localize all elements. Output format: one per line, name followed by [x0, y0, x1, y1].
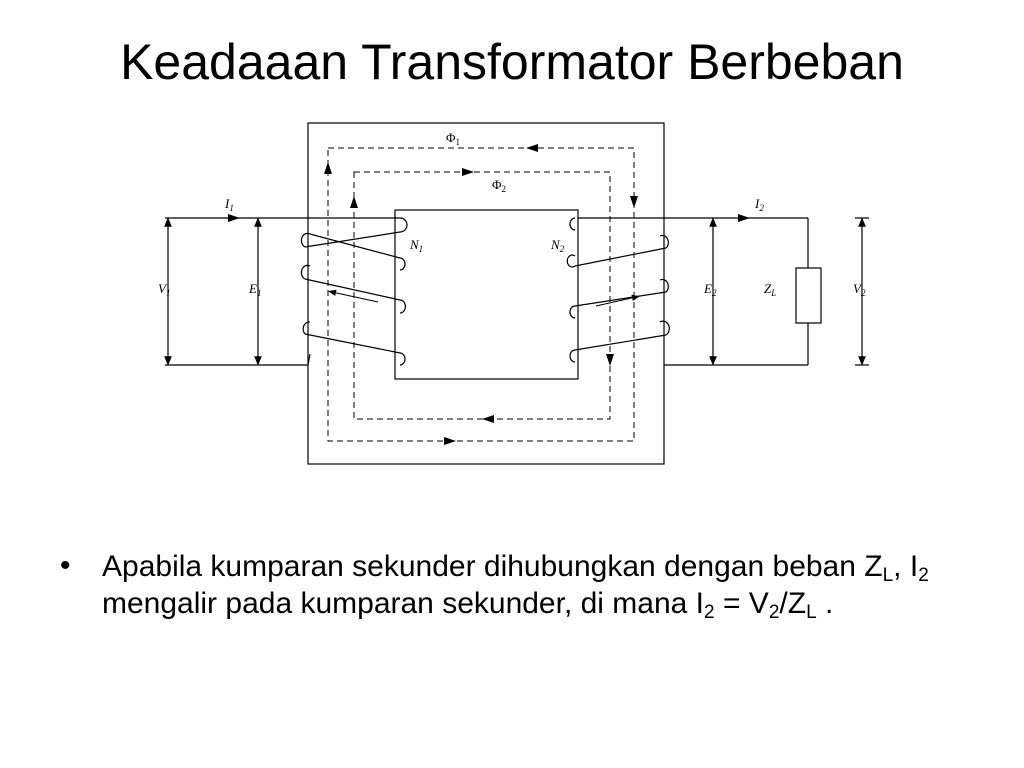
bullet-item: • Apabila kumparan sekunder dihubungkan …	[60, 548, 980, 622]
transformer-diagram: Φ1 Φ2 I1 I2 N1 N2 V1 E1 E2 ZL V2	[150, 118, 880, 470]
label-e1: E1	[248, 281, 261, 298]
bullet-sub-3: 2	[704, 602, 715, 623]
bullet-sub-4: 2	[768, 602, 780, 623]
bullet-text-part-3: mengalir pada kumparan sekunder, di mana…	[102, 587, 705, 620]
i1-arrow	[228, 214, 240, 222]
core-outer	[307, 122, 665, 465]
slide-title: Keadaaan Transformator Berbeban	[120, 34, 904, 90]
label-n2: N2	[550, 237, 565, 254]
flux-path-phi2	[353, 171, 611, 420]
primary-wires	[165, 217, 400, 366]
load-impedance	[795, 267, 822, 324]
transformer-svg: Φ1 Φ2 I1 I2 N1 N2 V1 E1 E2 ZL V2	[158, 122, 869, 465]
bullet-text-part-4: = V	[714, 587, 769, 620]
secondary-winding	[566, 217, 670, 363]
core-window	[394, 209, 579, 380]
label-i2: I2	[754, 196, 764, 213]
flux-arrows	[324, 144, 638, 445]
label-e2: E2	[703, 281, 717, 298]
bullet-sub-5: L	[806, 602, 817, 623]
bullet-text-part-5: /Z	[779, 587, 807, 620]
bullet-text: Apabila kumparan sekunder dihubungkan de…	[102, 548, 980, 622]
label-n1: N1	[409, 237, 423, 254]
i2-arrow	[738, 214, 750, 222]
bullet-text-part-1: Apabila kumparan sekunder dihubungkan de…	[102, 550, 883, 583]
bullet-text-part-6: .	[816, 587, 834, 620]
primary-current-arrow	[328, 289, 379, 303]
bullet-sub-2: 2	[918, 565, 929, 586]
bullet-sub-1: L	[882, 565, 894, 586]
primary-winding	[300, 217, 408, 366]
bullet-marker: •	[60, 549, 71, 582]
label-phi1: Φ1	[446, 130, 460, 147]
label-v1: V1	[158, 281, 170, 298]
secondary-current-arrow	[595, 294, 640, 307]
label-zl: ZL	[764, 281, 776, 298]
secondary-wires	[578, 217, 809, 366]
bullet-text-part-2: , I	[893, 550, 919, 583]
flux-path-phi1	[327, 147, 635, 442]
label-phi2: Φ2	[492, 177, 506, 194]
label-i1: I1	[224, 196, 234, 213]
voltage-arrows	[164, 217, 869, 366]
label-v2: V2	[853, 281, 866, 298]
